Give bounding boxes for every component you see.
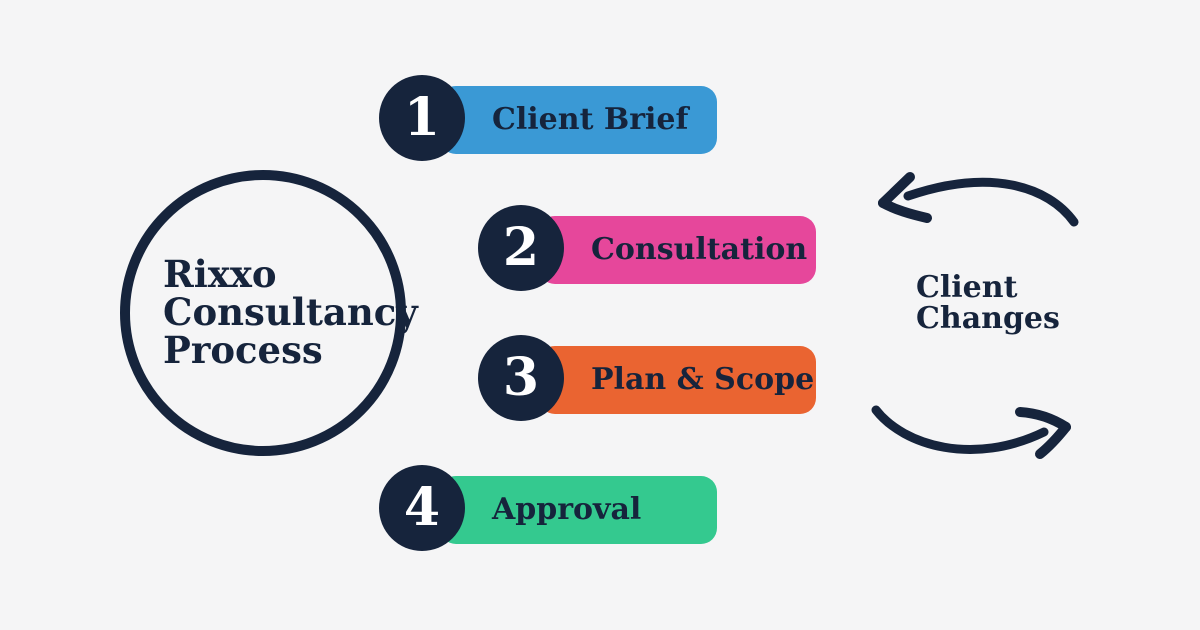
- step-number: 3: [502, 347, 540, 408]
- step-number-badge: 2: [478, 205, 564, 291]
- infographic-title: Rixxo Consultancy Process: [163, 252, 418, 372]
- step-pill-client-brief: Client Brief: [440, 86, 717, 154]
- step-number-badge: 1: [379, 75, 465, 161]
- step-number-badge: 3: [478, 335, 564, 421]
- step-label: Consultation: [591, 232, 808, 267]
- step-number: 4: [403, 477, 441, 538]
- curved-arrow-right-icon: [871, 405, 1071, 459]
- step-number: 2: [502, 217, 540, 278]
- step-pill-approval: Approval: [440, 476, 717, 544]
- step-number: 1: [403, 87, 441, 148]
- step-number-badge: 4: [379, 465, 465, 551]
- step-pill-plan-scope: Plan & Scope: [539, 346, 816, 414]
- step-label: Approval: [492, 492, 642, 527]
- title-circle: Rixxo Consultancy Process: [120, 170, 418, 456]
- curved-arrow-left-icon: [878, 172, 1079, 227]
- step-pill-consultation: Consultation: [539, 216, 816, 284]
- step-label: Plan & Scope: [591, 362, 815, 397]
- step-label: Client Brief: [492, 102, 689, 137]
- cycle-label: Client Changes: [916, 270, 1060, 336]
